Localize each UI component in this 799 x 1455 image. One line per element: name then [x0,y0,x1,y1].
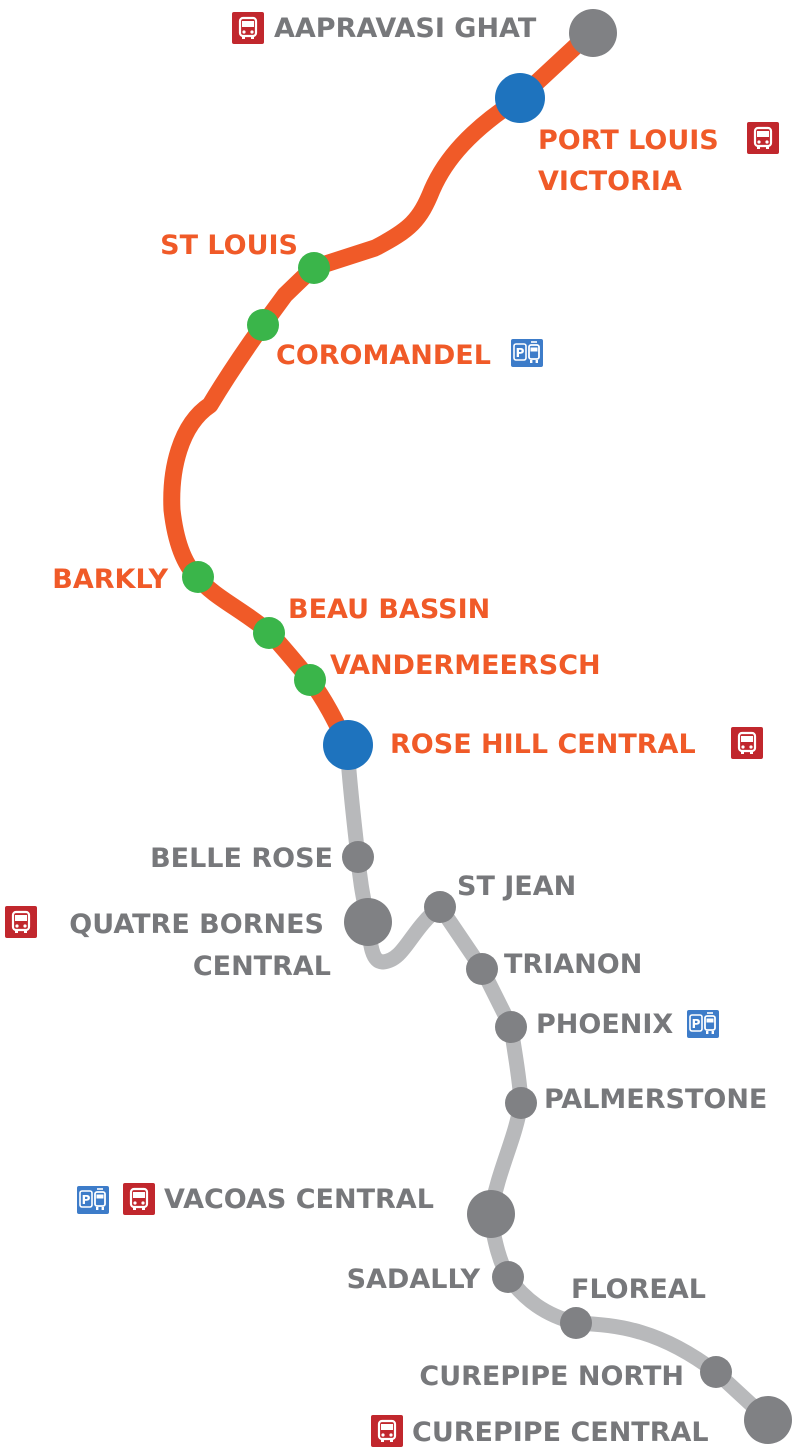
bus-icon [729,725,765,761]
station-label-beau-bassin: BEAU BASSIN [288,594,490,625]
station-label-quatre-bornes-central: QUATRE BORNES [69,909,324,940]
svg-text:P: P [82,1193,91,1207]
station-label-vacoas-central: VACOAS CENTRAL [164,1184,434,1215]
svg-text:P: P [516,346,525,360]
station-dot-phoenix[interactable] [495,1011,527,1043]
station-label-sadally: SADALLY [347,1264,481,1295]
bus-icon [230,10,266,46]
station-dot-beau-bassin[interactable] [253,617,285,649]
bus-icon [121,1181,157,1217]
station-label-palmerstone: PALMERSTONE [544,1084,767,1115]
station-dot-quatre-bornes-central[interactable] [344,898,392,946]
svg-text:P: P [692,1017,701,1031]
station-label-vandermeersch: VANDERMEERSCH [330,650,601,681]
station-dot-aapravasi-ghat[interactable] [569,9,617,57]
station-dot-coromandel[interactable] [247,309,279,341]
station-dot-palmerstone[interactable] [505,1087,537,1119]
station-label-curepipe-central: CUREPIPE CENTRAL [412,1417,709,1448]
bus-icon [745,120,781,156]
station-dot-curepipe-north[interactable] [700,1356,732,1388]
station-label-st-louis: ST LOUIS [160,230,298,261]
station-label-curepipe-north: CUREPIPE NORTH [419,1361,684,1392]
park-and-ride-icon: P [510,338,544,368]
station-dot-rose-hill-central[interactable] [323,720,373,770]
bus-icon [369,1413,405,1449]
station-dot-floreal[interactable] [560,1307,592,1339]
station-dot-port-louis-victoria[interactable] [495,73,545,123]
station-label-phoenix: PHOENIX [536,1009,673,1040]
station-label-barkly: BARKLY [52,564,168,595]
station-label-port-louis-victoria-line2: VICTORIA [538,166,682,197]
station-label-rose-hill-central: ROSE HILL CENTRAL [390,729,696,760]
station-dot-curepipe-central[interactable] [744,1396,792,1444]
future-line-segment [339,737,776,1428]
park-and-ride-icon: P [686,1009,720,1039]
station-dot-st-louis[interactable] [298,252,330,284]
station-label-trianon: TRIANON [504,949,642,980]
station-dot-belle-rose[interactable] [342,841,374,873]
station-dot-vandermeersch[interactable] [294,664,326,696]
station-dot-st-jean[interactable] [424,891,456,923]
station-dot-sadally[interactable] [492,1261,524,1293]
active-line-segment [163,24,599,754]
bus-icon [3,904,39,940]
station-label-coromandel: COROMANDEL [276,340,491,371]
station-label-st-jean: ST JEAN [457,871,576,902]
station-dot-trianon[interactable] [466,953,498,985]
station-label-aapravasi-ghat: AAPRAVASI GHAT [274,13,537,44]
station-label-belle-rose: BELLE ROSE [150,843,333,874]
park-and-ride-icon: P [76,1185,110,1215]
station-label-port-louis-victoria: PORT LOUIS [538,125,719,156]
station-dot-vacoas-central[interactable] [467,1190,515,1238]
station-dot-barkly[interactable] [182,561,214,593]
station-label-floreal: FLOREAL [571,1274,706,1305]
station-label-quatre-bornes-central-line2: CENTRAL [193,951,331,982]
